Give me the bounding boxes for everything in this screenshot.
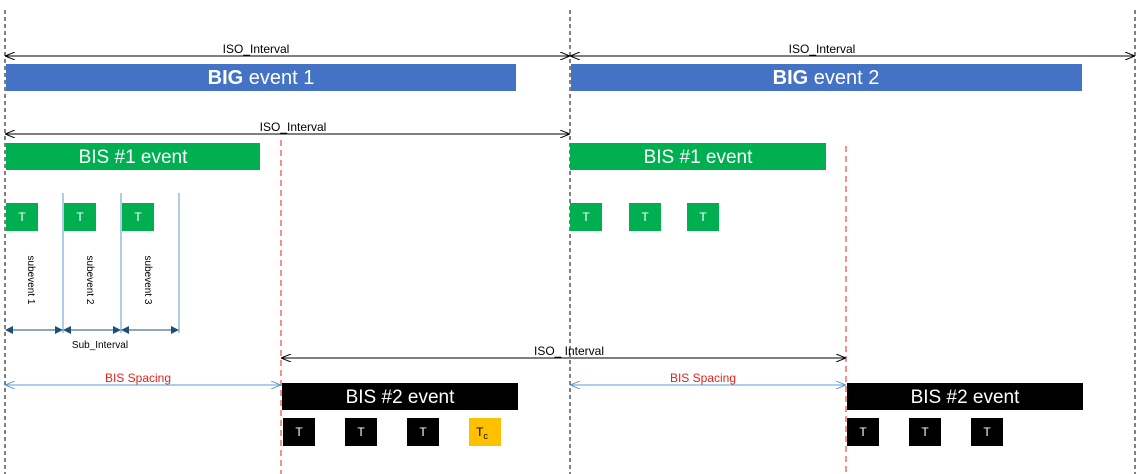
bis1-event-2	[570, 143, 826, 170]
bis-spacing-label-2: BIS Spacing	[670, 371, 736, 385]
bis2-control-label: Tc	[476, 425, 488, 441]
bis1-t-label: T	[134, 210, 142, 224]
bis1-event-2-label: BIS #1 event	[644, 147, 754, 168]
bis2-event-1	[282, 383, 518, 410]
bis1-t-box	[570, 203, 602, 231]
bis1-t-box	[629, 203, 661, 231]
big-event-1	[6, 64, 516, 91]
bis2-t-box	[345, 418, 377, 446]
bis1-t-label: T	[699, 210, 707, 224]
sub-interval-label: Sub_Interval	[72, 340, 128, 351]
iso-interval-label-3: ISO_Interval	[260, 120, 327, 134]
bis1-event-1-label: BIS #1 event	[79, 147, 189, 168]
big-event-1-label: BIG event 1	[208, 67, 315, 89]
bis-spacing-label-1: BIS Spacing	[105, 371, 171, 385]
bis2-t-label: T	[357, 425, 365, 439]
bis2-t-box	[847, 418, 879, 446]
subevent-3-label: subevent 3	[142, 256, 153, 305]
bis2-t-box	[909, 418, 941, 446]
bis1-t-box	[122, 203, 154, 231]
bis2-event-2	[847, 383, 1083, 410]
bis2-t-box	[407, 418, 439, 446]
big-event-2-label: BIG event 2	[773, 67, 880, 89]
bis2-t-label: T	[921, 425, 929, 439]
subevent-1-label: subevent 1	[25, 256, 36, 305]
iso-interval-label-2: ISO_Interval	[789, 42, 856, 56]
bis1-t-label: T	[582, 210, 590, 224]
bis1-t-box	[6, 203, 38, 231]
bis1-t-label: T	[18, 210, 26, 224]
bis1-t-box	[64, 203, 96, 231]
bis1-t-label: T	[76, 210, 84, 224]
iso-interval-label-1: ISO_Interval	[223, 42, 290, 56]
bis2-event-2-label: BIS #2 event	[911, 387, 1021, 408]
bis2-t-label: T	[295, 425, 303, 439]
big-event-2	[571, 64, 1082, 91]
bis2-t-box	[971, 418, 1003, 446]
subevent-2-label: subevent 2	[84, 256, 95, 305]
bis1-event-1	[6, 143, 260, 170]
bis2-t-label: T	[983, 425, 991, 439]
bis2-t-box	[283, 418, 315, 446]
bis1-t-label: T	[641, 210, 649, 224]
bis2-control-box	[469, 418, 501, 446]
bis2-t-label: T	[419, 425, 427, 439]
bis1-t-box	[687, 203, 719, 231]
bis2-event-1-label: BIS #2 event	[346, 387, 456, 408]
iso-interval-label-4: ISO_ Interval	[534, 344, 604, 358]
bis2-t-label: T	[859, 425, 867, 439]
